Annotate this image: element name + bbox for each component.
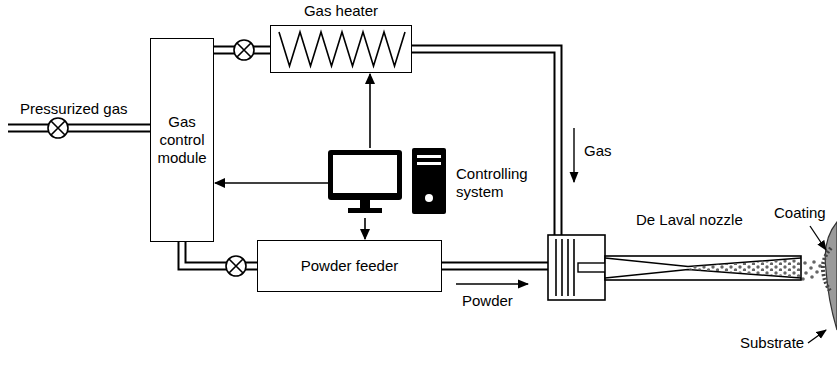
node-label: Controlling system [456, 165, 540, 201]
node-label: Gas heater [271, 2, 411, 20]
computer-icon: Controlling system [328, 148, 540, 218]
gas-pipe [412, 49, 558, 235]
inlet-label: Pressurized gas [20, 100, 128, 118]
leader-arrow [808, 330, 826, 343]
valve-symbol [226, 256, 246, 276]
control-arrow [370, 74, 371, 148]
gas-pipe-bore [8, 126, 153, 131]
computer-icon-drawing [328, 148, 540, 218]
valve-symbol [48, 118, 68, 138]
valve-symbol [234, 40, 254, 60]
coating [823, 248, 831, 292]
particle-stream [801, 260, 822, 281]
flow-label: Powder [462, 292, 513, 310]
node-label: Gas control module [151, 39, 213, 241]
leader-arrow [810, 226, 826, 250]
substrate [825, 222, 837, 330]
heater-box: Gas heater [270, 25, 412, 73]
feeder-box: Powder feeder [257, 240, 442, 292]
nozzle: De Laval nozzle [548, 235, 810, 300]
part-label: Substrate [740, 334, 804, 352]
flow-label: Gas [584, 142, 612, 160]
flow-arrow [456, 283, 528, 284]
gas-pipe [8, 124, 152, 133]
control-arrow [215, 183, 328, 184]
gas-pipe [442, 266, 548, 267]
node-label: De Laval nozzle [636, 211, 743, 229]
control-arrow [365, 218, 366, 239]
nozzle-drawing [548, 235, 810, 300]
heater-box-drawing [271, 26, 411, 72]
control-module-box: Gas control module [150, 38, 214, 242]
part-label: Coating [774, 204, 826, 222]
flow-arrow [573, 128, 574, 182]
node-label: Powder feeder [258, 241, 441, 291]
